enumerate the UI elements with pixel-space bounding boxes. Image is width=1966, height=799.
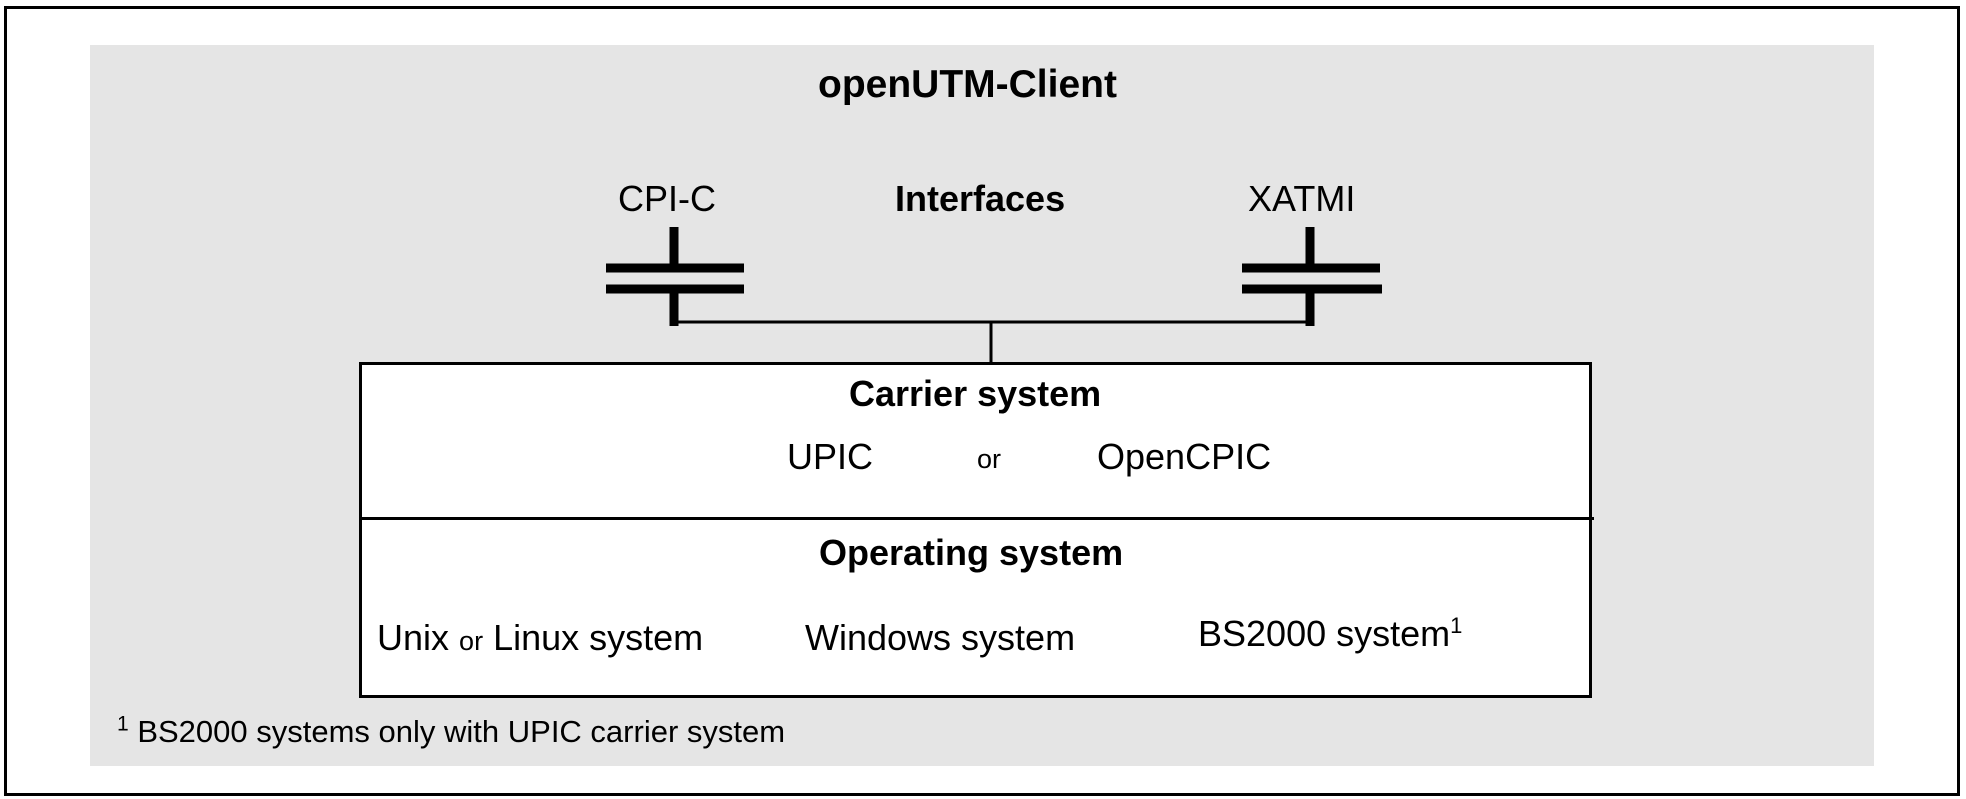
footnote: 1 BS2000 systems only with UPIC carrier … [117,712,786,749]
footnote-ref: 1 [1450,613,1463,638]
interface-label-xatmi: XATMI [1248,178,1356,219]
carrier-option-upic: UPIC [787,436,874,477]
os-unix-or: or [459,626,484,656]
os-linux-label: Linux system [493,617,704,658]
footnote-text: BS2000 systems only with UPIC carrier sy… [137,714,786,749]
os-bs2000: BS2000 system1 [1198,613,1463,654]
os-unix-label: Unix [377,617,450,658]
carrier-and-os-box [359,362,1592,698]
os-bs2000-label: BS2000 system [1198,613,1451,654]
diagram-title: openUTM-Client [818,63,1117,106]
carrier-separator-or: or [977,444,1002,474]
os-unix-linux: Unix or Linux system [377,620,703,656]
layer-divider [359,517,1594,520]
interfaces-heading: Interfaces [895,178,1066,219]
operating-system-heading: Operating system [819,532,1124,573]
footnote-marker: 1 [117,712,129,736]
os-windows: Windows system [805,617,1076,658]
carrier-option-opencpic: OpenCPIC [1097,436,1272,477]
interface-label-cpi-c: CPI-C [618,178,716,219]
carrier-system-heading: Carrier system [849,373,1102,414]
